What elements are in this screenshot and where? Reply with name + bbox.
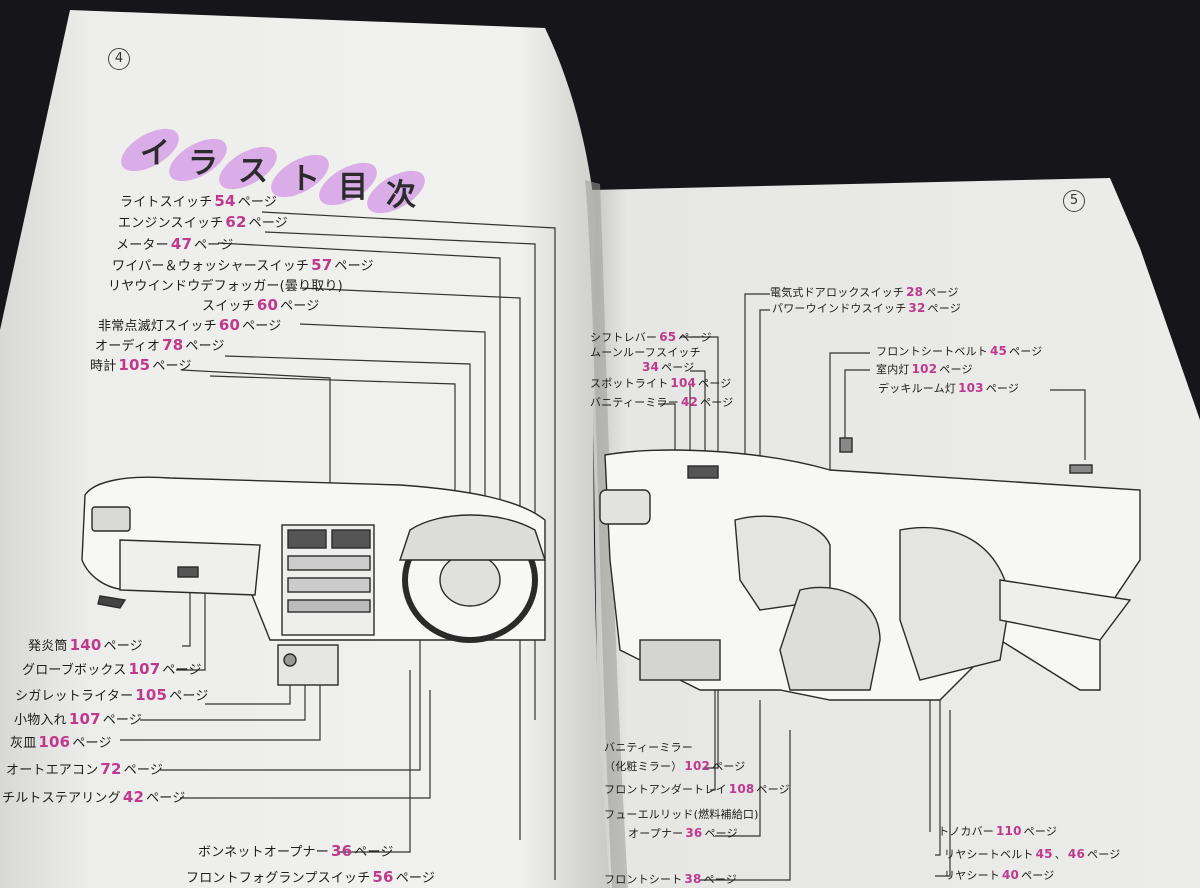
title-char: ラ — [188, 146, 218, 181]
title-char: ト — [290, 162, 320, 197]
right-page-number: 5 — [1063, 190, 1085, 212]
title-char: 目 — [338, 170, 368, 205]
left-page-number: 4 — [108, 48, 130, 70]
toc-label-defogger: リヤウインドウデフォッガー(曇り取り) — [108, 279, 343, 294]
car-interior-drawing — [599, 437, 1141, 701]
dashboard-drawing — [81, 476, 546, 686]
left-page-sheet — [0, 10, 610, 888]
toc-label-vanity-mirror-2: バニティーミラー — [604, 741, 693, 754]
title-char: ス — [238, 154, 268, 189]
title-char: イ — [140, 136, 170, 171]
toc-label-fuel-lid: フューエルリッド(燃料補給口) — [604, 808, 759, 821]
title-char: 次 — [386, 178, 416, 213]
title-decoration — [121, 128, 425, 214]
toc-label-moonroof-switch: ムーンルーフスイッチ — [590, 346, 701, 359]
